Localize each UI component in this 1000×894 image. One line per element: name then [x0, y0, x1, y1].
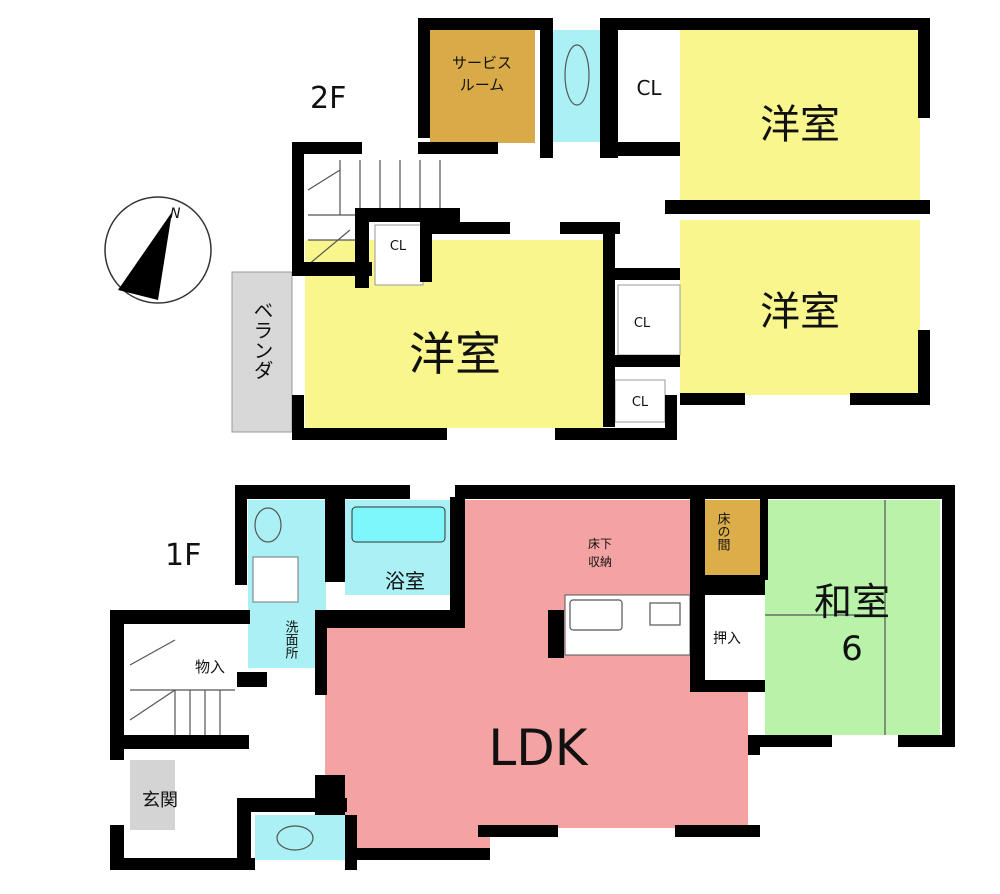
bathroom-label: 浴室 — [385, 569, 425, 593]
ldk-label: LDK — [488, 719, 588, 777]
closet-label: CL — [390, 239, 407, 254]
service-room — [430, 28, 535, 143]
toilet-1f — [255, 815, 345, 860]
western-room-right — [680, 220, 920, 395]
service-room-label-1: サービス — [452, 54, 512, 72]
sink-icon — [254, 507, 282, 543]
closet-2f-d — [614, 379, 666, 423]
tokonoma-label: 床の間 — [715, 512, 731, 552]
toilet-2f — [553, 30, 601, 142]
bathtub-icon — [351, 506, 446, 543]
western-room-top-label: 洋室 — [760, 102, 840, 148]
stove-icon — [649, 602, 681, 626]
floor-1-label: 1F — [165, 538, 201, 573]
tokonoma — [705, 500, 760, 575]
north-label: N — [170, 206, 181, 222]
service-room-label-2: ルーム — [460, 76, 505, 94]
washer-icon — [252, 556, 299, 603]
underfloor-storage-label-1: 床下 — [588, 537, 612, 551]
western-room-left-label: 洋室 — [409, 327, 501, 381]
western-room-right-label: 洋室 — [760, 289, 840, 335]
japanese-room-label: 和室 — [814, 580, 890, 624]
closet-label: CL — [632, 395, 649, 410]
closet-2f-b — [374, 224, 424, 286]
japanese-room-size: 6 — [841, 629, 863, 669]
ldk-room — [325, 500, 748, 848]
floor-2-label: 2F — [310, 81, 346, 116]
walls-1f — [110, 485, 955, 870]
walls-2f — [292, 18, 930, 440]
entrance — [130, 760, 175, 830]
washroom-label: 洗面所 — [283, 620, 299, 659]
toilet-icon — [276, 825, 314, 851]
veranda-label: ベランダ — [250, 300, 274, 380]
closet-2f-a — [618, 30, 680, 142]
tatami-lines — [765, 500, 886, 735]
veranda — [231, 271, 293, 433]
entrance-label: 玄関 — [142, 790, 178, 811]
stairs-1f — [129, 639, 235, 735]
closet-label: CL — [636, 76, 662, 100]
kitchen-wall — [548, 610, 564, 658]
oshiire — [705, 595, 760, 680]
compass-icon: N — [104, 196, 212, 304]
underfloor-storage-label-2: 収納 — [588, 555, 612, 569]
closet-2f-c — [617, 284, 681, 356]
western-room-top — [680, 30, 920, 205]
oshiire-label: 押入 — [713, 631, 741, 647]
kitchen-sink-icon — [569, 599, 623, 631]
closet-label: CL — [634, 316, 651, 331]
toilet-icon — [564, 44, 590, 106]
storage-label: 物入 — [195, 658, 225, 676]
japanese-room — [765, 500, 940, 735]
